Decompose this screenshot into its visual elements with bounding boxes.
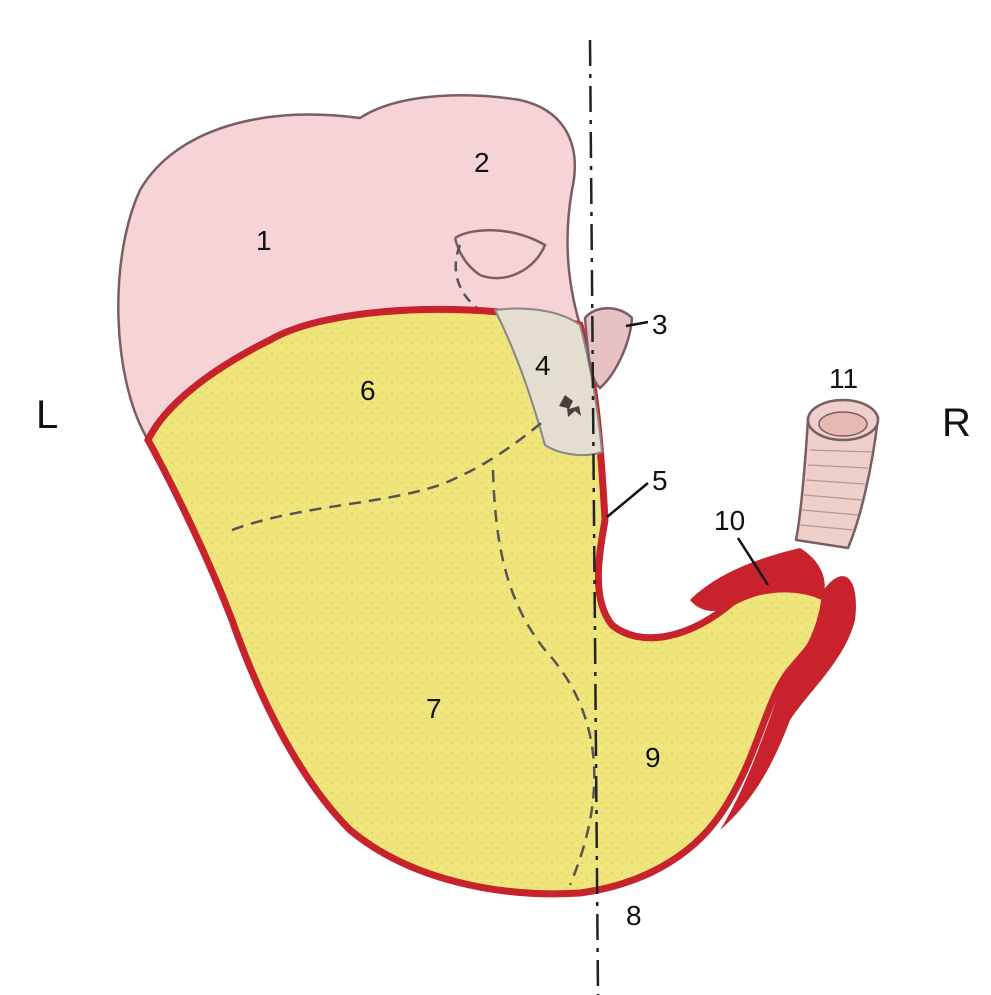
- label-4: 4: [535, 350, 551, 381]
- label-9: 9: [645, 742, 661, 773]
- region-3-shape: [583, 307, 634, 390]
- orientation-left: L: [36, 393, 58, 437]
- region-4-shape: [493, 307, 604, 457]
- label-6: 6: [360, 375, 376, 406]
- pink-fold-dashed: [454, 244, 481, 312]
- dashed-boundary-horizontal: [231, 419, 546, 532]
- leader-3: [625, 320, 649, 328]
- orientation-right: R: [942, 401, 971, 445]
- leader-10: [736, 537, 770, 586]
- region-11-ridges: [799, 449, 873, 531]
- dashed-boundary-vertical: [491, 469, 596, 886]
- yellow-body-stipple: [148, 309, 829, 894]
- pink-fold-line: [453, 229, 547, 280]
- region-11-lumen: [818, 411, 868, 437]
- midline: [588, 39, 600, 995]
- label-11: 11: [829, 363, 858, 394]
- label-10: 10: [714, 505, 745, 536]
- label-8: 8: [626, 900, 642, 931]
- region-4-mark: [559, 395, 581, 417]
- label-1: 1: [256, 225, 272, 256]
- label-7: 7: [426, 693, 442, 724]
- region-10-shape: [690, 548, 825, 612]
- red-lower-wall: [720, 576, 856, 830]
- label-5: 5: [652, 465, 668, 496]
- leader-5: [606, 482, 649, 518]
- label-3: 3: [652, 309, 668, 340]
- label-2: 2: [474, 147, 490, 178]
